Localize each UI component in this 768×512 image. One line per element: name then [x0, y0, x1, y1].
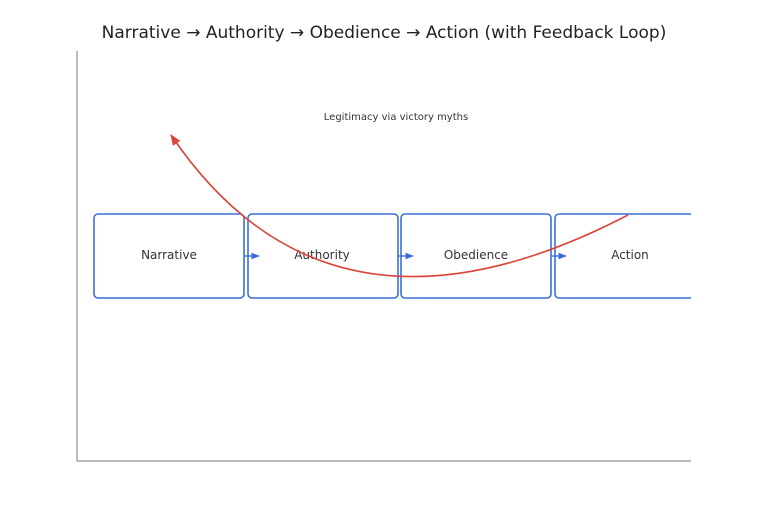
diagram-title: Narrative → Authority → Obedience → Acti…	[102, 23, 667, 43]
node-label-authority: Authority	[294, 248, 350, 262]
node-action: Action	[554, 213, 691, 299]
node-label-narrative: Narrative	[141, 248, 197, 262]
feedback-annotation: Legitimacy via victory myths	[324, 112, 468, 123]
node-authority: Authority	[247, 213, 399, 299]
edge-action-to-narrative-feedback	[170, 134, 629, 278]
diagram-content: Narrative Authority Obedience Action	[93, 134, 691, 299]
node-label-action: Action	[611, 248, 649, 262]
node-narrative: Narrative	[93, 213, 245, 299]
node-obedience: Obedience	[400, 213, 552, 299]
node-label-obedience: Obedience	[444, 248, 508, 262]
